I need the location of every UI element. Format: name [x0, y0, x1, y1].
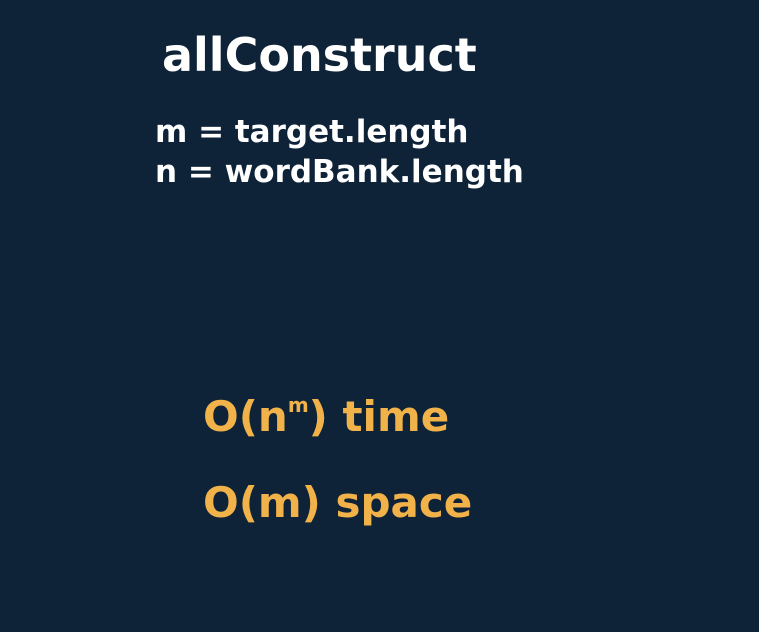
variable-definitions: m = target.length n = wordBank.length — [155, 112, 524, 192]
time-complexity: O(nm) time — [203, 392, 449, 441]
slide-title: allConstruct — [162, 28, 477, 82]
time-complexity-prefix: O(n — [203, 392, 288, 441]
time-complexity-suffix: ) time — [308, 392, 450, 441]
definition-n: n = wordBank.length — [155, 154, 524, 190]
space-complexity: O(m) space — [203, 478, 473, 527]
definition-m: m = target.length — [155, 114, 469, 150]
time-complexity-exponent: m — [287, 393, 309, 417]
